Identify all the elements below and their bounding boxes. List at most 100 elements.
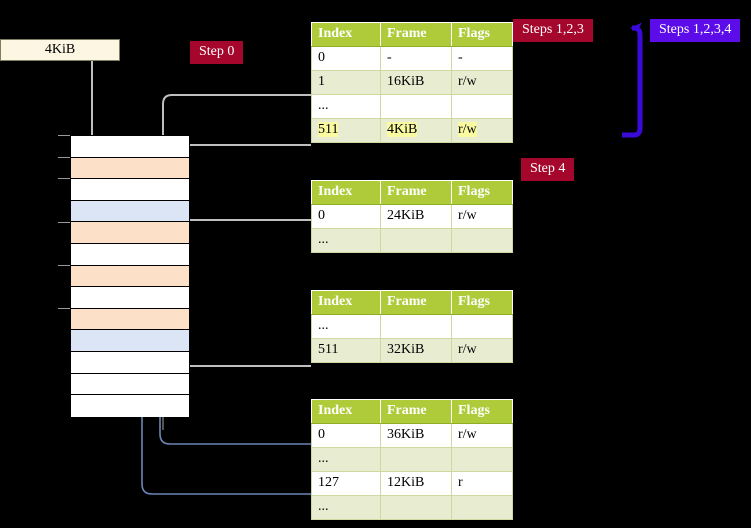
column-header-index: Index [311,180,381,205]
column-header-flags: Flags [451,22,513,47]
table-row: ... [311,447,513,472]
memory-frame-row [71,308,189,331]
table-row: ... [311,314,513,339]
memory-frame-row [71,330,189,352]
column-header-frame: Frame [380,290,452,315]
badge-step-4: Step 4 [521,158,575,181]
cell-flags [451,228,513,253]
memory-frame-row [71,373,189,396]
column-header-frame: Frame [380,180,452,205]
cell-index: ... [311,94,381,119]
cell-frame: 4KiB [380,118,452,143]
cell-flags: r/w [451,204,513,229]
memory-tick [58,157,72,158]
cell-index: ... [311,495,381,520]
cell-frame: 16KiB [380,70,452,95]
cell-frame [380,314,452,339]
cell-frame [380,228,452,253]
memory-frame-row [71,287,189,309]
cell-frame [380,447,452,472]
wire-table1-row511 [178,144,311,161]
column-header-frame: Frame [380,399,452,424]
cell-index: 511 [311,338,381,363]
table-row: ... [311,94,513,119]
memory-tick [58,135,72,136]
wire-table1-row1 [162,94,311,156]
physical-memory-column [70,135,190,417]
wire-table2-row0 [178,219,311,256]
cell-index: 1 [311,70,381,95]
memory-frame-row [71,351,189,374]
table-row: ... [311,495,513,520]
column-header-flags: Flags [451,180,513,205]
memory-frame-row [71,243,189,266]
cell-index: ... [311,447,381,472]
memory-frame-row [71,222,189,244]
memory-frame-row [71,179,189,201]
badge-steps-1-2-3-4: Steps 1,2,3,4 [650,19,741,42]
cell-flags [451,447,513,472]
column-header-flags: Flags [451,399,513,424]
wire-table4-row0 [159,327,311,445]
cell-frame: - [380,46,452,71]
cell-index: ... [311,228,381,253]
table-row: 0-- [311,46,513,71]
column-header-index: Index [311,399,381,424]
column-header-frame: Frame [380,22,452,47]
memory-tick [58,178,72,179]
cell-index: 0 [311,46,381,71]
memory-frame-row [71,136,189,158]
wire-steps1234-bracket [622,22,643,138]
cell-frame: 24KiB [380,204,452,229]
cell-index: 511 [311,118,381,143]
wire-table3-row511 [178,312,311,367]
cell-flags [451,314,513,339]
cell-index: ... [311,314,381,339]
cell-index: 0 [311,204,381,229]
cell-index: 0 [311,423,381,448]
table-row: ... [311,228,513,253]
badge-steps-1-2-3: Steps 1,2,3 [513,19,593,42]
memory-size-label: 4KiB [44,42,76,57]
memory-frame-row [71,265,189,288]
cell-frame: 36KiB [380,423,452,448]
cell-flags: - [451,46,513,71]
cell-frame [380,495,452,520]
cell-flags [451,94,513,119]
cell-frame [380,94,452,119]
column-header-index: Index [311,290,381,315]
memory-tick [58,265,72,266]
cell-frame: 12KiB [380,471,452,496]
badge-step-0: Step 0 [190,41,244,64]
column-header-flags: Flags [451,290,513,315]
memory-frame-row [71,157,189,180]
cell-flags: r/w [451,118,513,143]
cell-flags: r/w [451,70,513,95]
memory-tick [58,308,72,309]
cell-flags: r/w [451,338,513,363]
wire-table4-row127 [141,207,311,495]
cell-flags: r [451,471,513,496]
memory-frame-row [71,395,189,417]
column-header-index: Index [311,22,381,47]
cell-index: 127 [311,471,381,496]
cell-frame: 32KiB [380,338,452,363]
memory-frame-row [71,200,189,223]
memory-size-box: 4KiB [0,39,120,61]
memory-tick [58,222,72,223]
